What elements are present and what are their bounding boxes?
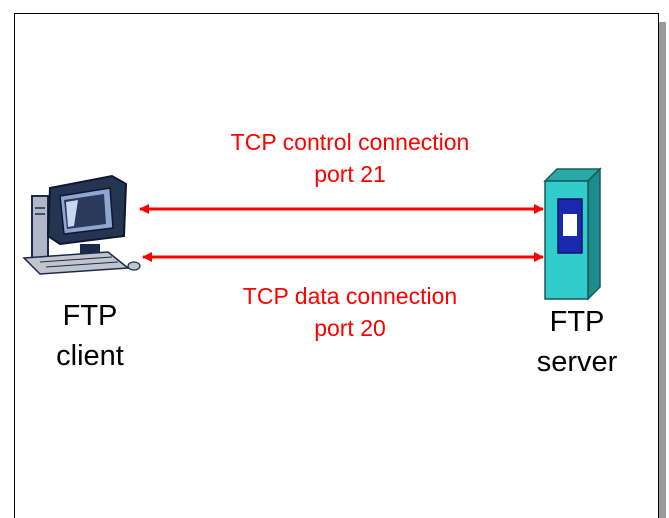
data-connection-label: TCP data connection port 20 <box>180 280 520 344</box>
control-connection-label: TCP control connection port 21 <box>180 126 520 190</box>
data-connection-port: port 20 <box>314 315 386 341</box>
server-label-line1: FTP <box>549 306 605 338</box>
control-connection-title: TCP control connection <box>230 129 470 155</box>
data-connection-title: TCP data connection <box>242 283 458 309</box>
desktop-computer-icon <box>22 174 141 275</box>
client-label: FTP client <box>20 296 160 376</box>
server-label-line2: server <box>536 346 618 378</box>
client-label-line2: client <box>56 340 124 372</box>
server-label: FTP server <box>502 302 652 382</box>
client-label-line1: FTP <box>62 300 118 332</box>
server-tower-icon <box>543 167 602 301</box>
control-connection-port: port 21 <box>314 161 386 187</box>
